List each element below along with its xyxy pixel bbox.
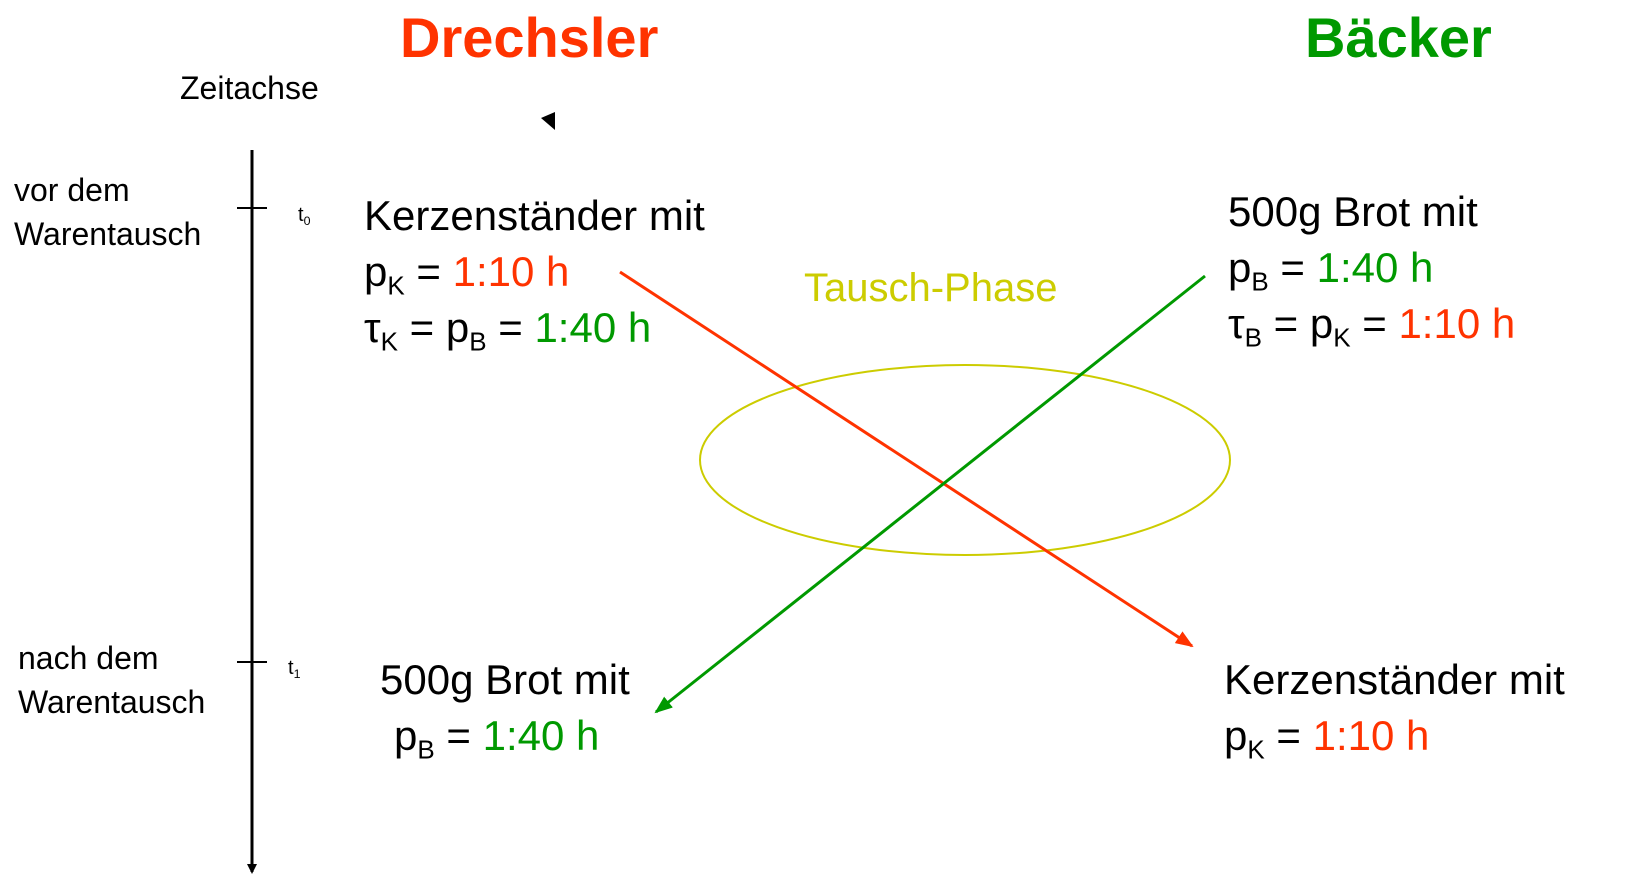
exchange-ellipse	[699, 364, 1231, 556]
before-label: vor dem Warentausch	[14, 168, 201, 256]
tau-value: 1:10 h	[1398, 300, 1516, 347]
tau-price-subscript: B	[469, 326, 487, 357]
drechsler-before-price: pK = 1:10 h	[364, 244, 705, 300]
time-point-t1: t1	[288, 657, 301, 681]
after-label-line2: Warentausch	[18, 684, 206, 720]
exchange-phase-label: Tausch-Phase	[804, 266, 1058, 310]
header-drechsler: Drechsler	[400, 6, 659, 69]
price-value: 1:10 h	[452, 248, 570, 295]
drechsler-after-price: pB = 1:40 h	[380, 708, 630, 764]
price-symbol: p	[394, 712, 418, 759]
baecker-before-tau: τB = pK = 1:10 h	[1228, 296, 1515, 352]
drechsler-before-block: Kerzenständer mit pK = 1:10 h τK = pB = …	[364, 188, 705, 356]
price-subscript: B	[1251, 266, 1269, 297]
price-symbol: p	[1224, 712, 1248, 759]
drechsler-after-block: 500g Brot mit pB = 1:40 h	[380, 652, 630, 764]
time-axis-label: Zeitachse	[180, 70, 319, 106]
price-value: 1:40 h	[1316, 244, 1434, 291]
equals-sign: =	[1350, 300, 1399, 347]
t1-subscript: 1	[293, 666, 301, 681]
price-subscript: K	[1247, 734, 1265, 765]
green-exchange-arrow	[654, 274, 1206, 714]
equals-sign: =	[434, 712, 483, 759]
tau-symbol: τ	[364, 304, 381, 351]
equals-sign: =	[1268, 244, 1317, 291]
tau-value: 1:40 h	[534, 304, 652, 351]
price-value: 1:40 h	[482, 712, 600, 759]
header-baecker: Bäcker	[1305, 6, 1492, 69]
price-value: 1:10 h	[1312, 712, 1430, 759]
tau-price-subscript: K	[1333, 322, 1351, 353]
price-subscript: B	[417, 734, 435, 765]
baecker-after-price: pK = 1:10 h	[1224, 708, 1565, 764]
equals-sign: =	[1264, 712, 1313, 759]
tau-subscript: K	[380, 326, 398, 357]
baecker-before-title: 500g Brot mit	[1228, 188, 1478, 235]
equals-sign: =	[1261, 300, 1310, 347]
t1-symbol: t	[288, 657, 294, 679]
tau-price-symbol: p	[1309, 300, 1334, 347]
before-label-line2: Warentausch	[14, 216, 202, 252]
after-label: nach dem Warentausch	[18, 636, 205, 724]
baecker-after-title: Kerzenständer mit	[1224, 656, 1565, 703]
after-label-line1: nach dem	[18, 640, 159, 676]
tau-price-symbol: p	[445, 304, 470, 351]
equals-sign: =	[486, 304, 535, 351]
price-symbol: p	[364, 248, 388, 295]
before-label-line1: vor dem	[14, 172, 130, 208]
equals-sign: =	[397, 304, 446, 351]
price-subscript: K	[387, 270, 405, 301]
price-symbol: p	[1228, 244, 1252, 291]
baecker-before-price: pB = 1:40 h	[1228, 240, 1515, 296]
baecker-before-block: 500g Brot mit pB = 1:40 h τB = pK = 1:10…	[1228, 184, 1515, 352]
drechsler-after-title: 500g Brot mit	[380, 656, 630, 703]
drechsler-before-tau: τK = pB = 1:40 h	[364, 300, 705, 356]
time-point-t0: t0	[298, 204, 311, 228]
tau-symbol: τ	[1228, 300, 1245, 347]
t0-symbol: t	[298, 204, 304, 226]
t0-subscript: 0	[303, 213, 311, 228]
tau-subscript: B	[1244, 322, 1262, 353]
equals-sign: =	[404, 248, 453, 295]
baecker-after-block: Kerzenständer mit pK = 1:10 h	[1224, 652, 1565, 764]
red-exchange-arrow	[619, 270, 1194, 648]
drechsler-before-title: Kerzenständer mit	[364, 192, 705, 239]
pointer-triangle-icon	[541, 112, 555, 130]
